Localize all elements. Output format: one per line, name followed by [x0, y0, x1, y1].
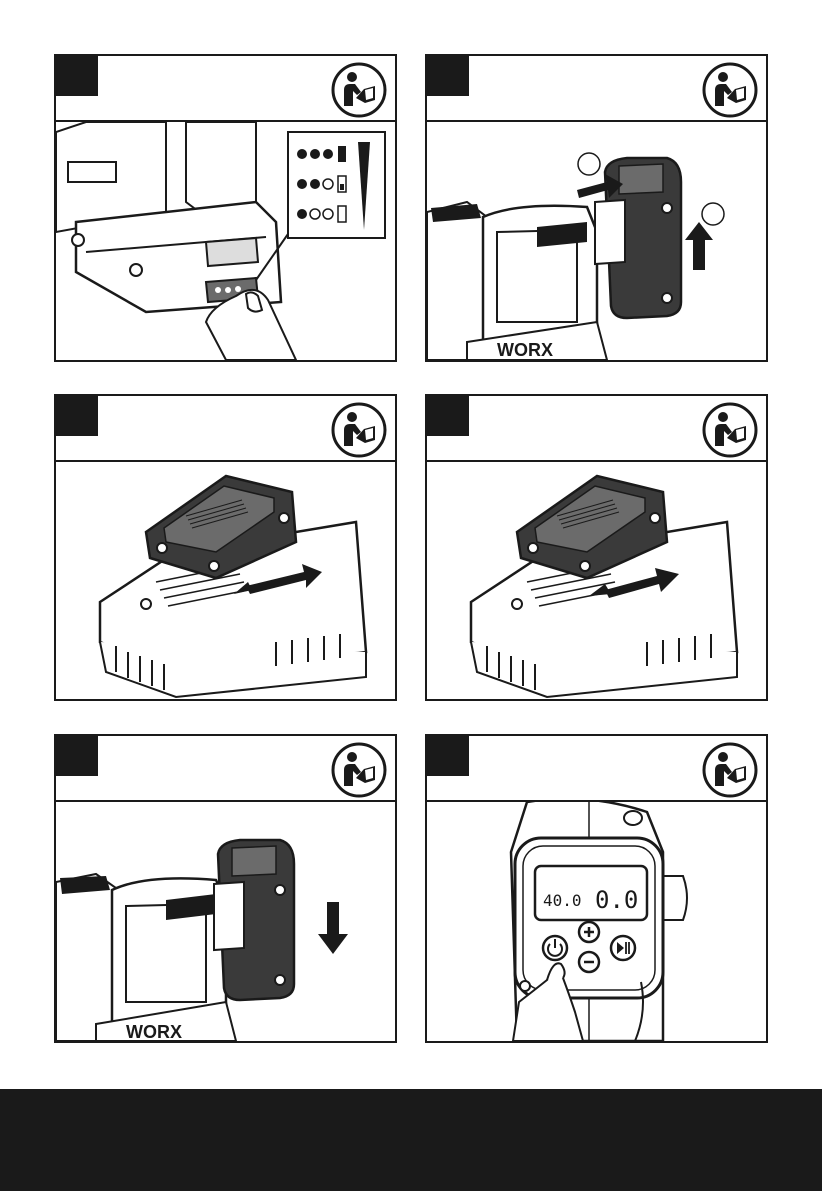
illustration-charger-remove: [427, 462, 766, 699]
play-pause-button[interactable]: [611, 936, 635, 960]
panel-header: [427, 396, 766, 462]
panel-header: [56, 736, 395, 802]
read-manual-icon: [331, 742, 387, 798]
panel-header: [56, 396, 395, 462]
read-manual-icon: [702, 62, 758, 118]
illustration-battery-removal: WORX: [427, 122, 766, 360]
panel-header: [56, 56, 395, 122]
plus-button[interactable]: [579, 922, 599, 942]
brand-mark: WORX: [126, 1022, 182, 1041]
panel-header: [427, 736, 766, 802]
step-number-box: [56, 56, 98, 96]
panel-step-3: [54, 394, 397, 701]
lcd-right-reading: 0.0: [595, 886, 638, 914]
panel-step-1: [54, 54, 397, 362]
step-number-box: [427, 56, 469, 96]
illustration-charge-indicator: [56, 122, 395, 360]
read-manual-icon: [331, 402, 387, 458]
read-manual-icon: [702, 742, 758, 798]
step-marker-1: [578, 153, 600, 175]
footer-bar: [0, 1089, 822, 1191]
read-manual-icon: [702, 402, 758, 458]
panel-step-4: [425, 394, 768, 701]
power-button[interactable]: [543, 936, 567, 960]
illustration-battery-install: WORX: [56, 802, 395, 1041]
brand-mark: WORX: [497, 340, 553, 360]
step-number-box: [56, 396, 98, 436]
panel-header: [427, 56, 766, 122]
step-number-box: [427, 396, 469, 436]
illustration-control-panel: 40.0 0.0: [427, 802, 766, 1041]
step-marker-2: [702, 203, 724, 225]
illustration-charger-insert: [56, 462, 395, 699]
read-manual-icon: [331, 62, 387, 118]
step-number-box: [56, 736, 98, 776]
panel-step-5: WORX: [54, 734, 397, 1043]
minus-button[interactable]: [579, 952, 599, 972]
panel-step-2: WORX: [425, 54, 768, 362]
panel-step-6: 40.0 0.0: [425, 734, 768, 1043]
step-number-box: [427, 736, 469, 776]
lcd-left-reading: 40.0: [543, 891, 582, 910]
